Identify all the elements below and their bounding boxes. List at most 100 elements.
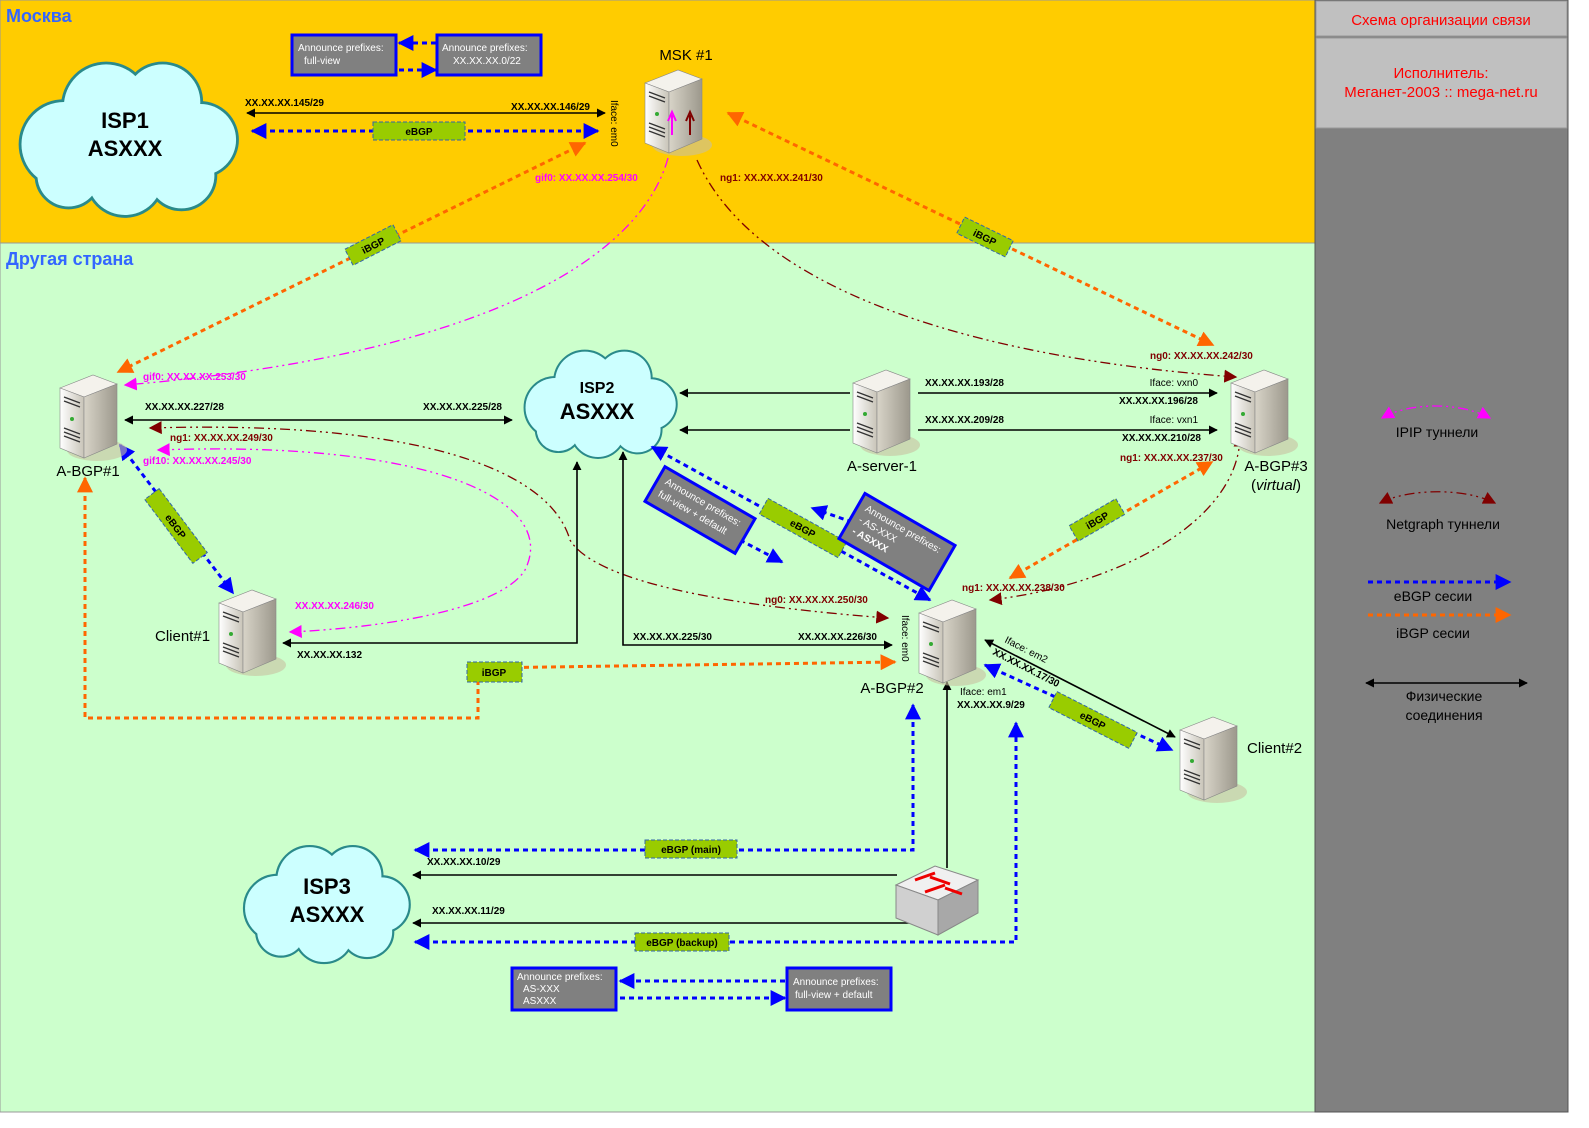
svg-text:eBGP: eBGP: [405, 127, 433, 138]
addr-isp2: XX.XX.XX.225/28: [423, 402, 502, 413]
svg-text:Announce prefixes:: Announce prefixes:: [442, 43, 528, 54]
client1-label: Client#1: [155, 628, 210, 645]
svg-text:ASXXX: ASXXX: [523, 996, 557, 1007]
legend-ipip-line: [1380, 405, 1492, 419]
addr-msk-gif0: gif0: XX.XX.XX.254/30: [535, 173, 638, 184]
svg-text:Announce prefixes:: Announce prefixes:: [517, 972, 603, 983]
ebgp-isp3-backup: [413, 721, 1024, 950]
abgp3-server-icon[interactable]: [1230, 369, 1299, 457]
aserver1-server-icon[interactable]: [852, 369, 921, 457]
msk1-netgraph-arrow-icon: [685, 109, 695, 135]
addr-abgp3-210: XX.XX.XX.210/28: [1122, 433, 1201, 444]
svg-text:iBGP: iBGP: [482, 668, 507, 679]
aserver1-label: A-server-1: [847, 458, 917, 475]
addr-aserver-193: XX.XX.XX.193/28: [925, 378, 1004, 389]
title-box: [1315, 0, 1568, 37]
addr-abgp2-ng0: ng0: XX.XX.XX.250/30: [765, 595, 868, 606]
switch-icon[interactable]: [894, 865, 980, 936]
addr-msk-em0: XX.XX.XX.146/29: [511, 102, 590, 113]
abgp2-iface-em0: Iface: em0: [899, 615, 910, 662]
svg-text:eBGP (main): eBGP (main): [661, 845, 721, 856]
iface-vxn0: Iface: vxn0: [1150, 378, 1199, 389]
ibgp-msk-abgp1: [116, 141, 587, 374]
abgp3-note: (virtual): [1251, 477, 1301, 494]
addr-abgp1-gif10: gif10: XX.XX.XX.245/30: [143, 456, 252, 467]
legend-physical-label-1: Физические: [1406, 688, 1483, 704]
legend-ebgp-label: eBGP сесии: [1394, 588, 1472, 604]
client1-server-icon[interactable]: [218, 589, 287, 677]
session-label-msk-abgp3-ibgp: iBGP: [956, 216, 1014, 258]
iface-vxn1: Iface: vxn1: [1150, 415, 1199, 426]
client2-server-icon[interactable]: [1179, 716, 1248, 804]
abgp2-label: A-BGP#2: [860, 680, 923, 697]
addr-abgp3-ng1: ng1: XX.XX.XX.237/30: [1120, 453, 1223, 464]
announce-box-msk-out: Announce prefixes: XX.XX.XX.0/22: [435, 33, 543, 77]
addr-abgp2-226-30: XX.XX.XX.226/30: [798, 632, 877, 643]
legend-ipip-label: IPIP туннели: [1396, 424, 1478, 440]
executor-label: Исполнитель:: [1393, 65, 1488, 82]
svg-text:full-view + default: full-view + default: [795, 990, 873, 1001]
addr-abgp1: XX.XX.XX.227/28: [145, 402, 224, 413]
addr-abgp2-9: XX.XX.XX.9/29: [957, 700, 1025, 711]
executor-name: Меганет-2003 :: mega-net.ru: [1344, 84, 1537, 101]
svg-text:Announce prefixes:: Announce prefixes:: [793, 977, 879, 988]
announce-box-isp2-out: Announce prefixes:- AS-XXX- ASXXX: [836, 491, 958, 593]
right-panel: [1314, 0, 1569, 1113]
addr-abgp2-ng1: ng1: XX.XX.XX.238/30: [962, 583, 1065, 594]
abgp2-iface-em1: Iface: em1: [960, 687, 1007, 698]
msk1-server-icon[interactable]: [644, 69, 713, 157]
svg-text:AS-XXX: AS-XXX: [523, 984, 560, 995]
isp2-as: ASXXX: [560, 399, 635, 424]
svg-text:Announce prefixes:: Announce prefixes:: [298, 43, 384, 54]
ibgp-abgp1-abgp2: [77, 476, 897, 720]
addr-abgp1-ng1: ng1: XX.XX.XX.249/30: [170, 433, 273, 444]
session-label-isp3-main: eBGP (main): [644, 839, 738, 859]
addr-aserver-209: XX.XX.XX.209/28: [925, 415, 1004, 426]
legend: IPIP туннели Netgraph туннели eBGP сесии…: [1365, 405, 1528, 723]
abgp2-server-icon[interactable]: [918, 599, 987, 687]
addr-isp2-225-30: XX.XX.XX.225/30: [633, 632, 712, 643]
client2-label: Client#2: [1247, 740, 1302, 757]
executor-box: [1315, 37, 1568, 129]
addr-abgp3-ng0: ng0: XX.XX.XX.242/30: [1150, 351, 1253, 362]
addr-client1: XX.XX.XX.132: [297, 650, 362, 661]
msk-iface-label: Iface: em0: [608, 100, 619, 147]
svg-text:full-view: full-view: [304, 56, 341, 67]
abgp3-label: A-BGP#3: [1244, 458, 1307, 475]
msk1-ipip-arrow-icon: [667, 109, 677, 135]
addr-abgp3-196: XX.XX.XX.196/28: [1119, 396, 1198, 407]
legend-netgraph-label: Netgraph туннели: [1386, 516, 1500, 532]
isp3-name: ISP3: [303, 874, 351, 899]
diagram-title: Схема организации связи: [1351, 12, 1531, 29]
isp2-name: ISP2: [580, 380, 615, 397]
session-label-isp1-ebgp: eBGP: [372, 121, 466, 141]
isp1-as: ASXXX: [88, 136, 163, 161]
isp1-name: ISP1: [101, 108, 149, 133]
ibgp-abgp2-abgp3: [1008, 460, 1214, 580]
region-abroad-label: Другая страна: [6, 249, 134, 269]
addr-isp3-10: XX.XX.XX.10/29: [427, 857, 501, 868]
session-label-abgp2-client2-ebgp: eBGP: [1048, 690, 1138, 750]
addr-client1-tunnel: XX.XX.XX.246/30: [295, 601, 374, 612]
session-label-abgp1-abgp2-ibgp: iBGP: [466, 661, 523, 683]
addr-isp3-11: XX.XX.XX.11/29: [432, 906, 505, 917]
addr-isp1: XX.XX.XX.145/29: [245, 98, 324, 109]
announce-box-msk-in: Announce prefixes: full-view: [290, 33, 398, 77]
msk1-label: MSK #1: [659, 47, 712, 64]
addr-msk-ng1: ng1: XX.XX.XX.241/30: [720, 173, 823, 184]
addr-abgp1-gif0: gif0: XX.XX.XX.253/30: [143, 372, 246, 383]
legend-physical-label-2: соединения: [1405, 707, 1482, 723]
isp3-as: ASXXX: [290, 902, 365, 927]
svg-text:eBGP (backup): eBGP (backup): [646, 938, 718, 949]
legend-netgraph-line: [1378, 491, 1497, 504]
announce-box-isp3-in: Announce prefixes: full-view + default: [785, 966, 893, 1012]
svg-text:XX.XX.XX.0/22: XX.XX.XX.0/22: [453, 56, 521, 67]
legend-ibgp-label: iBGP сесии: [1396, 625, 1470, 641]
abgp1-label: A-BGP#1: [56, 463, 119, 480]
region-moscow-label: Москва: [6, 6, 73, 26]
session-label-isp3-backup: eBGP (backup): [634, 932, 730, 952]
abgp1-server-icon[interactable]: [59, 374, 128, 462]
